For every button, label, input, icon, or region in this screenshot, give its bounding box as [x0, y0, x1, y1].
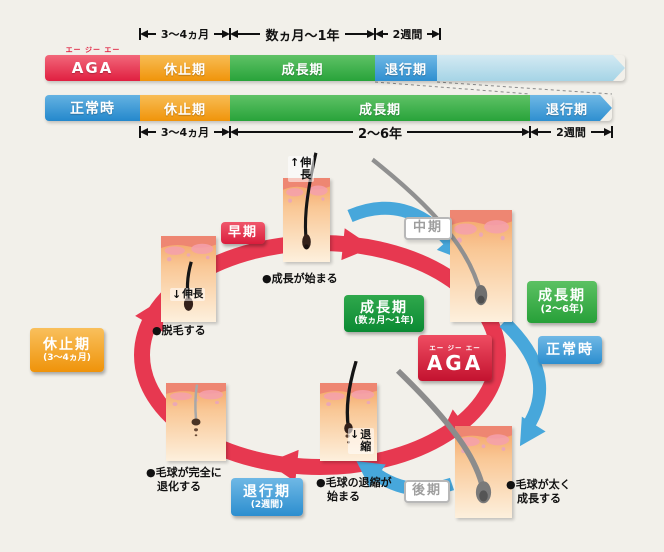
growth-duration: (2〜6年)	[540, 304, 584, 316]
normal-time-label: 正常時	[546, 341, 594, 358]
normal-rest-segment: 休止期	[140, 95, 230, 121]
duration-label: 3〜4ヵ月	[160, 28, 210, 41]
down-arrow-icon: ↓	[172, 288, 182, 301]
note-bulb-shrinks: ●毛球の退縮が 始まる	[316, 476, 392, 503]
arrowhead-right-icon	[604, 128, 612, 136]
normal-cycle-arc-right	[499, 317, 547, 430]
normal-growth-segment: 成長期	[230, 95, 530, 121]
arrowhead-right-icon	[522, 128, 530, 136]
tick-mark	[439, 28, 441, 40]
duration-arrow-normal-growth: 2〜6年	[230, 124, 530, 142]
aga-ruby-text: エー ジー エー	[65, 46, 121, 54]
shrinkage-label: 退縮	[360, 428, 372, 453]
normal-regression-segment: 退行期	[530, 95, 612, 121]
arrowhead-left-icon	[230, 30, 238, 38]
aga-timeline-bar: AGA 休止期 成長期 退行期	[45, 55, 625, 81]
growth-title: 成長期	[360, 300, 408, 317]
regression-period-badge: 退行期 (2週間)	[231, 478, 303, 516]
middle-stage-badge: 中期	[404, 217, 452, 240]
late-stage-label: 後期	[411, 483, 442, 499]
duration-arrow-normal-regression: 2週間	[530, 124, 612, 140]
arrowhead-right-icon	[222, 30, 230, 38]
arrowhead-left-icon	[230, 128, 238, 136]
note-growth-starts: ●成長が始まる	[262, 272, 338, 285]
elongation-annotation-top: ↑ 伸長	[288, 156, 315, 182]
arrowhead-left-icon	[140, 128, 148, 136]
duration-arrow-aga-rest: 3〜4ヵ月	[140, 26, 230, 42]
normal-timeline-bar: 正常時 休止期 成長期 退行期	[45, 95, 612, 121]
elongation-label: 伸長	[182, 288, 204, 300]
normal-bar-label: 正常時	[45, 95, 140, 121]
blue-arrowhead-icon	[356, 461, 386, 488]
shrinkage-annotation: ↓ 退縮	[348, 428, 375, 454]
early-stage-badge: 早期	[221, 222, 265, 244]
aga-ruby: エー ジー エー	[429, 343, 481, 352]
middle-stage-label: 中期	[412, 220, 443, 236]
arrowhead-left-icon	[140, 30, 148, 38]
rest-period-badge: 休止期 (3〜4ヵ月)	[30, 328, 104, 372]
up-arrow-icon: ↑	[290, 156, 300, 169]
arrowhead-right-icon	[432, 30, 440, 38]
red-arrowhead-icon	[341, 228, 373, 261]
duration-label: 数ヵ月〜1年	[265, 28, 340, 44]
duration-arrow-aga-growth: 数ヵ月〜1年	[230, 26, 376, 44]
duration-label: 2週間	[556, 126, 586, 139]
elongation-annotation-early: ↓ 伸長	[170, 288, 206, 301]
red-arrowhead-icon	[135, 297, 164, 332]
follicle-early-stage	[161, 236, 216, 322]
red-arrowhead-icon	[267, 449, 299, 482]
normal-time-badge: 正常時	[538, 336, 602, 364]
duration-label: 2〜6年	[357, 126, 403, 142]
aga-regression-segment: 退行期	[375, 55, 437, 81]
rest-duration: (3〜4ヵ月)	[43, 352, 91, 363]
regression-title: 退行期	[243, 483, 291, 500]
aga-label: AGA	[426, 350, 484, 375]
aga-growth-segment: 成長期	[230, 55, 375, 81]
note-bulb-degenerates: ●毛球が完全に 退化する	[146, 466, 222, 493]
early-stage-label: 早期	[227, 224, 258, 240]
normal-growth-period-badge: 成長期 (2〜6年)	[527, 281, 597, 323]
duration-label: 2週間	[392, 28, 423, 41]
growth-title: 成長期	[538, 287, 586, 304]
duration-arrow-aga-regression: 2週間	[375, 26, 440, 42]
arrowhead-left-icon	[375, 30, 383, 38]
note-shedding: ●脱毛する	[152, 324, 206, 337]
late-stage-badge: 後期	[404, 480, 450, 503]
tick-mark	[611, 126, 613, 138]
blue-arrowhead-icon	[519, 416, 546, 447]
timeline-dashed-connectors	[374, 81, 613, 95]
aga-rest-segment: 休止期	[140, 55, 230, 81]
arrowhead-right-icon	[222, 128, 230, 136]
hair-cycle-diagram: 早期 中期 後期 成長期 (数ヵ月〜1年) エー ジー エー AGA 成長期 (…	[0, 150, 664, 552]
duration-arrow-normal-rest: 3〜4ヵ月	[140, 124, 230, 140]
follicle-growth-start	[283, 152, 330, 262]
arrowhead-right-icon	[367, 30, 376, 38]
follicle-thick-growth	[395, 368, 512, 518]
arrowhead-left-icon	[530, 128, 538, 136]
elongation-label: 伸長	[300, 156, 312, 181]
follicle-middle-stage	[371, 157, 512, 322]
growth-duration: (数ヵ月〜1年)	[354, 316, 414, 327]
duration-label: 3〜4ヵ月	[160, 126, 210, 139]
aga-center-badge: エー ジー エー AGA	[418, 335, 492, 381]
timeline-comparison: 3〜4ヵ月 数ヵ月〜1年 2週間 エー ジー エー AGA 休止期 成長期 退行…	[0, 0, 664, 150]
aga-bar-label: AGA	[45, 55, 140, 81]
regression-duration: (2週間)	[250, 499, 284, 510]
aga-growth-period-badge: 成長期 (数ヵ月〜1年)	[344, 295, 424, 332]
note-bulb-thickens: ●毛球が太く 成長する	[506, 478, 571, 505]
aga-cycle-repeat-tail	[437, 55, 625, 81]
follicle-degenerated	[166, 383, 226, 461]
down-arrow-icon: ↓	[350, 428, 360, 441]
rest-title: 休止期	[43, 336, 91, 353]
